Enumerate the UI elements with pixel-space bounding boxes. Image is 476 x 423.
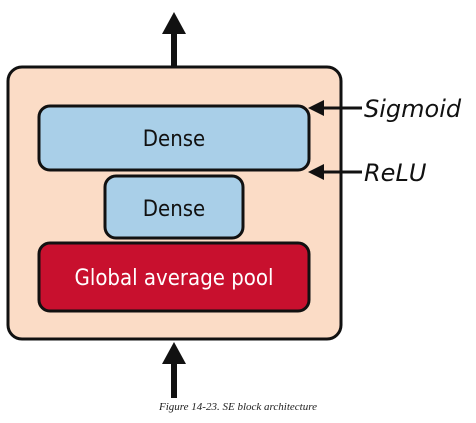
relu-annotation: ReLU (308, 159, 427, 187)
figure-caption: Figure 14-23. SE block architecture (159, 401, 317, 413)
sigmoid-annotation: Sigmoid (308, 95, 462, 123)
global-average-pool-block: Global average pool (37, 241, 311, 313)
relu-label: ReLU (364, 159, 427, 187)
sigmoid-label: Sigmoid (364, 95, 462, 123)
input-arrow (162, 342, 186, 398)
output-arrow (162, 12, 186, 68)
dense-top-block: Dense (37, 104, 311, 172)
dense-top-label: Dense (143, 127, 205, 152)
dense-bottom-block: Dense (103, 174, 245, 240)
dense-bottom-label: Dense (143, 197, 205, 222)
global-average-pool-label: Global average pool (74, 266, 273, 291)
